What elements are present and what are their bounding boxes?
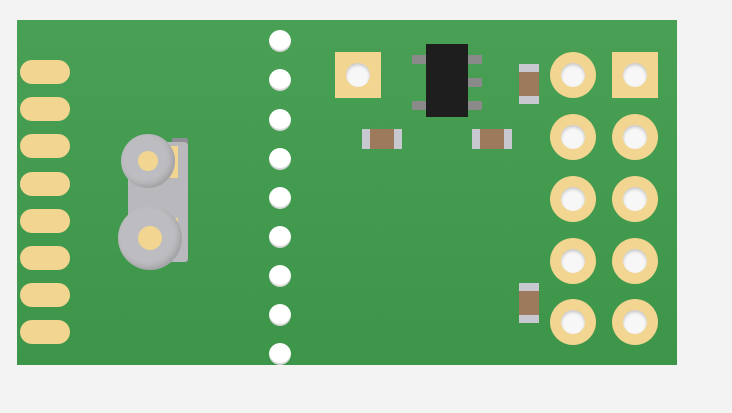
ic-pin (468, 101, 482, 110)
round-pad (550, 299, 596, 345)
edge-pad (20, 172, 70, 196)
via-hole (269, 69, 291, 91)
smd-resistor (519, 283, 539, 323)
via-hole (269, 148, 291, 170)
connector-disc-top (121, 134, 175, 188)
round-pad (612, 238, 658, 284)
connector-pin (138, 151, 158, 171)
pcb-board (17, 20, 677, 365)
pad-hole (623, 310, 647, 334)
ic-pin (468, 55, 482, 64)
pad-hole (561, 310, 585, 334)
round-pad (550, 114, 596, 160)
coaxial-connector (118, 132, 193, 272)
round-pad (550, 176, 596, 222)
edge-pad (20, 97, 70, 121)
round-pad (550, 52, 596, 98)
resistor-body (370, 129, 394, 149)
ic-pin (412, 101, 426, 110)
edge-pad (20, 246, 70, 270)
square-pad (335, 52, 381, 98)
connector-pin (138, 226, 162, 250)
pad-hole (623, 187, 647, 211)
resistor-body (480, 129, 504, 149)
pad-hole (561, 125, 585, 149)
pad-hole (561, 63, 585, 87)
resistor-body (519, 291, 539, 315)
ic-chip (426, 44, 468, 117)
round-pad (550, 238, 596, 284)
edge-pad (20, 320, 70, 344)
pad-hole (623, 249, 647, 273)
via-hole (269, 109, 291, 131)
smd-resistor (519, 64, 539, 104)
via-hole (269, 343, 291, 365)
via-hole (269, 30, 291, 52)
round-pad (612, 176, 658, 222)
pad-hole (561, 187, 585, 211)
pad-hole (623, 125, 647, 149)
via-hole (269, 304, 291, 326)
edge-pad (20, 283, 70, 307)
via-hole (269, 187, 291, 209)
pad-hole (346, 63, 370, 87)
square-pad (612, 52, 658, 98)
round-pad (612, 299, 658, 345)
via-hole (269, 265, 291, 287)
smd-resistor (472, 129, 512, 149)
ic-pin (412, 55, 426, 64)
resistor-body (519, 72, 539, 96)
smd-resistor (362, 129, 402, 149)
connector-disc-bottom (118, 206, 182, 270)
pad-hole (561, 249, 585, 273)
round-pad (612, 114, 658, 160)
edge-pad (20, 134, 70, 158)
edge-pad (20, 209, 70, 233)
via-hole (269, 226, 291, 248)
ic-pin (468, 78, 482, 87)
edge-pad (20, 60, 70, 84)
pad-hole (623, 63, 647, 87)
